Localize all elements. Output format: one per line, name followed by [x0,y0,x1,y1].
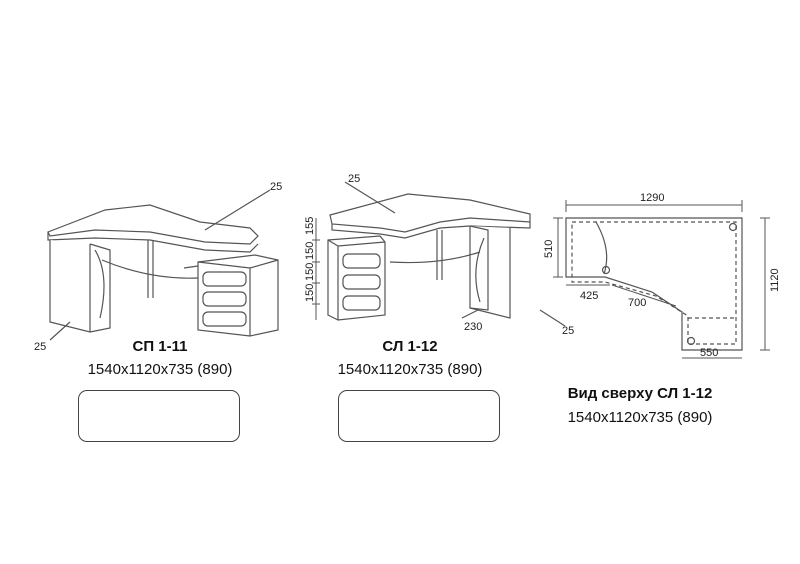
product-title-sl-1-12: СЛ 1-12 [382,338,437,355]
dim-top-width: 1290 [640,192,664,204]
dim-sl-drawer-1: 150 [304,242,316,260]
dim-sp-left: 25 [34,341,46,353]
product-title-sp-1-11: СП 1-11 [133,338,188,355]
dim-sl-depth: 230 [464,321,482,333]
dim-top-inner: 425 [580,290,598,302]
top-view-drawing [553,200,770,359]
dim-top-height: 1120 [769,268,781,292]
price-box-sp-1-11 [78,390,240,442]
dim-sl-drawer-3: 150 [304,284,316,302]
top-view-title: Вид сверху СЛ 1-12 [568,385,713,402]
dim-top-left-depth: 510 [543,240,555,258]
dim-sl-top: 25 [348,173,360,185]
desk-sl-1-12-drawing [312,181,566,327]
dim-sl-drawer-top: 155 [304,217,316,235]
dim-sl-right: 25 [562,325,574,337]
desk-sp-1-11-drawing [47,189,279,341]
product-size-sp-1-11: 1540x1120x735 (890) [88,361,233,378]
top-view-size: 1540x1120x735 (890) [568,409,713,426]
dim-sl-drawer-2: 150 [304,263,316,281]
dim-top-diagonal: 700 [628,297,646,309]
product-size-sl-1-12: 1540x1120x735 (890) [338,361,483,378]
price-box-sl-1-12 [338,390,500,442]
dim-top-bottom: 550 [700,347,718,359]
dim-sp-top: 25 [270,181,282,193]
